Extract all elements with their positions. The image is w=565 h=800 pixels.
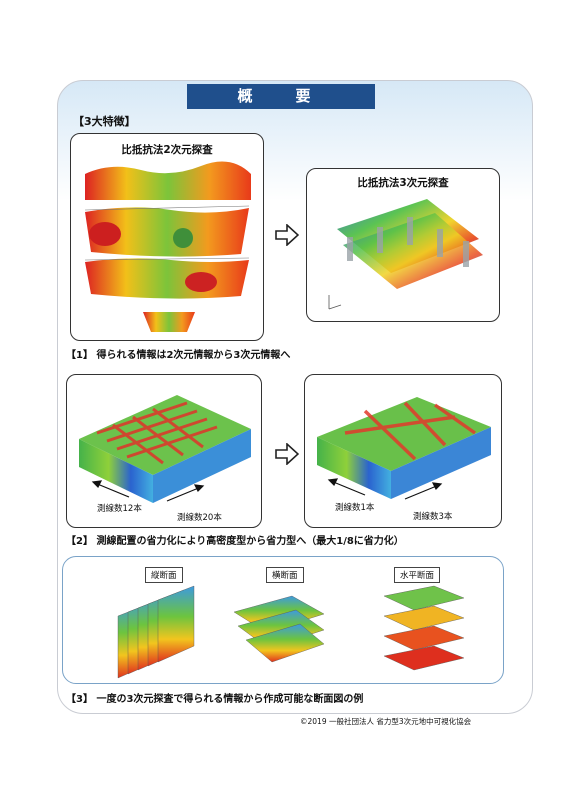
tag-vertical-section: 縦断面 [145, 567, 183, 583]
dense-lines-graphics [79, 395, 251, 503]
feature1-caption: 【1】 得られる情報は2次元情報から3次元情報へ [66, 350, 291, 361]
panel-dense-survey: 測線数12本 測線数20本 [66, 374, 262, 528]
arrow-right-icon [275, 224, 299, 246]
tag-horizontal-section: 水平断面 [394, 567, 441, 583]
dense-label-a: 測線数12本 [97, 504, 142, 514]
panel-2d-title: 比抵抗法2次元探査 [121, 144, 213, 156]
panel-3d-title: 比抵抗法3次元探査 [357, 177, 449, 189]
saving-label-a: 測線数1本 [335, 503, 375, 513]
saving-lines-graphics [317, 397, 491, 500]
arrow-right-icon-2 [275, 443, 299, 465]
feature3-caption: 【3】 一度の3次元探査で得られる情報から作成可能な断面図の例 [66, 694, 364, 705]
3d-volume-graphics [328, 199, 483, 310]
section-title: 【3大特徴】 [73, 115, 136, 128]
footer-copyright: ©2019 一般社団法人 省力型3次元地中可視化協会 [300, 717, 472, 726]
dense-label-b: 測線数20本 [177, 513, 222, 523]
2d-section-graphics [84, 161, 251, 332]
saving-label-b: 測線数3本 [413, 512, 453, 522]
page-title: 概 要 [187, 84, 375, 109]
panel-3d-survey: 比抵抗法3次元探査 [306, 168, 500, 322]
panel-saving-survey: 測線数1本 測線数3本 [304, 374, 502, 528]
feature2-caption: 【2】 測線配置の省力化により高密度型から省力型へ（最大1/8に省力化） [66, 536, 404, 547]
section-views-graphics [117, 585, 465, 679]
tag-cross-section: 横断面 [266, 567, 304, 583]
panel-2d-survey: 比抵抗法2次元探査 [70, 133, 264, 341]
